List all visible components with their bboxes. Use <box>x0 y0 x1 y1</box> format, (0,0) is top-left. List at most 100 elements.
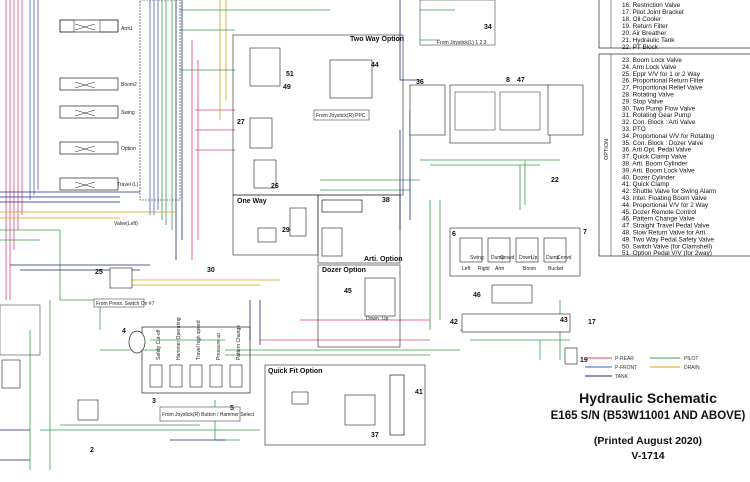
title-block: Hydraulic Schematic E165 S/N (B53W11001 … <box>551 390 746 462</box>
pedal-sub-left: Left <box>462 266 471 272</box>
legend-item-20: 20. Air Breather <box>622 30 667 37</box>
title-main: Hydraulic Schematic <box>579 390 717 406</box>
num-5: 5 <box>230 405 234 412</box>
spool-label-swing: Swing <box>121 110 135 116</box>
num-27: 27 <box>237 119 245 126</box>
legend-option-item: 30. Two Pump Flow Valve <box>622 105 696 112</box>
sol-label-pattern: Pattern Change <box>236 325 242 360</box>
legend-top-box: 16. Restriction Valve 17. Pilot Joint Br… <box>598 0 750 51</box>
legend-option-item: 38. Arti. Boom Cylinder <box>622 161 688 168</box>
num-41: 41 <box>415 389 423 396</box>
legend-option-item: 35. Con. Block : Dozer Valve <box>622 140 704 147</box>
main-control-valve: Arm1 Boom2 Swing Option Travel (L) Valve… <box>59 0 181 227</box>
pedal-down: Down <box>519 255 532 261</box>
legend-option-item: 49. Two Way Pedal Safety Valve <box>622 236 714 243</box>
title-printed: (Printed August 2020) <box>594 435 702 447</box>
num-29: 29 <box>282 227 290 234</box>
num-46: 46 <box>473 292 481 299</box>
num-34: 34 <box>484 24 492 31</box>
legend-option-item: 44. Proportional V/V for 2 Way <box>622 202 709 209</box>
legend-item-19: 19. Return Filter <box>622 23 669 30</box>
legend-option-item: 34. Proportional V/V for Rotating <box>622 133 714 140</box>
legend-item-17: 17. Pilot Joint Bracket <box>622 9 684 16</box>
num-37: 37 <box>371 432 379 439</box>
num-45: 45 <box>344 288 352 295</box>
num-51: 51 <box>286 71 294 78</box>
spool-label-boom2: Boom2 <box>121 82 137 88</box>
left-bottom-components <box>0 304 99 421</box>
num-47: 47 <box>517 77 525 84</box>
legend-option-item: 28. Rotating Valve <box>622 92 674 99</box>
arti-option-label: Arti. Option <box>364 256 403 263</box>
legend-option-item: 40. Dozer Cylinder <box>622 174 676 181</box>
num-8: 8 <box>506 77 510 84</box>
press-switch-note: From Press. Switch On #7 <box>96 301 155 307</box>
num-22: 22 <box>551 177 559 184</box>
two-way-option-label: Two Way Option <box>350 36 404 43</box>
num-44: 44 <box>371 62 379 69</box>
legend-label-drain: DRAIN <box>684 365 700 371</box>
two-way-option-box: Two Way Option From Joystick(R) PPC <box>232 34 404 196</box>
legend-option-item: 48. Slow Return Valve for Arti. <box>622 230 707 237</box>
legend-option-item: 32. Con. Block : Arti Valve <box>622 119 696 126</box>
pedal-dump-a: Dump <box>491 255 505 261</box>
hammer-note: From Joystick(R) Button / Hammer Select <box>162 412 255 418</box>
num-25: 25 <box>95 269 103 276</box>
line-type-legend: P-REAR P-FRONT TANK PILOT DRAIN <box>585 356 700 380</box>
title-code: V-1714 <box>631 450 664 462</box>
top-right-pedal-valves: From Joystick(L) 1 2 3 <box>409 0 584 144</box>
sol-label-hammer: Hammer Operating <box>176 317 182 360</box>
legend-label-tank: TANK <box>615 374 629 380</box>
num-26: 26 <box>271 183 279 190</box>
legend-label-p-rear: P-REAR <box>615 356 634 362</box>
quick-fit-label: Quick Fit Option <box>268 368 322 375</box>
legend-option-item: 36. Arti Opt. Pedal Valve <box>622 147 692 154</box>
legend-option-item: 31. Rotating Gear Pump <box>622 112 691 119</box>
one-way-box: One Way <box>232 194 319 256</box>
pedal-sub-bucket: Bucket <box>548 266 564 272</box>
dozer-option-label: Dozer Option <box>322 267 366 274</box>
spool-label-travel: Travel (L) <box>117 182 139 188</box>
legend-option-item: 25. Eppr V/V for 1 or 2 Way <box>622 71 701 78</box>
joystick-ppc-note: From Joystick(R) PPC <box>316 113 366 119</box>
num-4: 4 <box>122 328 126 335</box>
legend-option-item: 45. Dozer Remote Control <box>622 209 696 216</box>
legend-option-item: 24. Arm Lock Valve <box>622 64 677 71</box>
legend-label-pilot: PILOT <box>684 356 698 362</box>
pedal-crowd-a: Crowd <box>500 255 515 261</box>
legend-label-p-front: P-FRONT <box>615 365 637 371</box>
legend-option-item: 46. Pattern Change Valve <box>622 216 695 223</box>
legend-item-18: 18. Oil Cooler <box>622 16 662 23</box>
title-model: E165 S/N (B53W11001 AND ABOVE) <box>551 410 746 422</box>
dozer-up-label: Up <box>382 316 389 322</box>
sol-label-pressure-up: Pressure up <box>216 333 222 360</box>
pedal-sub-right: Right <box>478 266 490 272</box>
legend-option-item: 37. Quick Clamp Valve <box>622 154 687 161</box>
legend-option-item: 29. Stop Valve <box>622 98 664 105</box>
legend-option-item: 33. PTO <box>622 126 646 133</box>
legend-option-item: 51. Option Pedal V/V (for 2way) <box>622 250 712 257</box>
spool-label-arm1: Arm1 <box>121 26 133 32</box>
legend-option-item: 50. Switch Valve (for Clamshell) <box>622 243 712 250</box>
quick-fit-box: Quick Fit Option <box>264 364 426 446</box>
legend-option-item: 41. Quick Clamp <box>622 181 670 188</box>
num-2: 2 <box>90 447 94 454</box>
dozer-down-label: Down <box>366 316 379 322</box>
num-38: 38 <box>382 197 390 204</box>
spool-arm1 <box>59 19 119 33</box>
accumulator <box>128 330 146 354</box>
valve-left-label: Valve(Left) <box>114 221 138 227</box>
right-pedal-bank: Swing Dump Crowd Down Up Dump Crowd Left… <box>449 227 581 365</box>
num-19: 19 <box>580 357 588 364</box>
legend-option-item: 23. Boom Lock Valve <box>622 57 682 64</box>
spool-boom2 <box>59 77 119 91</box>
legend-item-22: 22. PT Block <box>622 44 659 51</box>
legend-option-item: 27. Proportional Relief Valve <box>622 85 703 92</box>
legend-option-item: 42. Shuttle Valve for Swing Alarm <box>622 188 716 195</box>
pedal-sub-arm: Arm <box>495 266 504 272</box>
pedal-sub-boom: Boom <box>523 266 536 272</box>
pedal-up: Up <box>531 255 538 261</box>
pedal-crowd-b: Crowd <box>557 255 572 261</box>
